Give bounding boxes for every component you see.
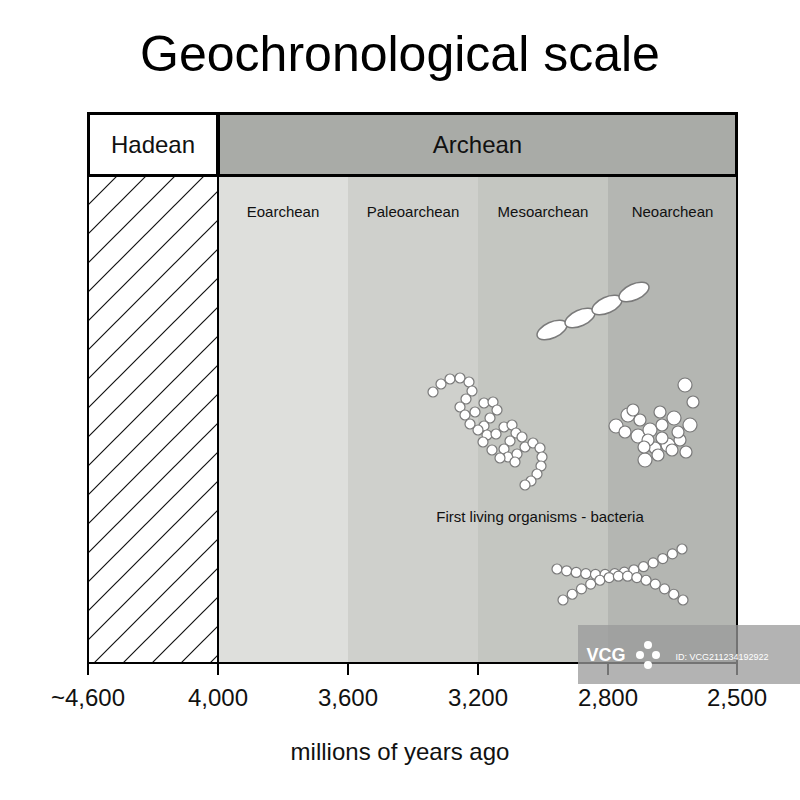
era-divider <box>217 113 219 663</box>
coccus-cell <box>510 457 520 467</box>
era-name: Neoarchean <box>632 203 714 220</box>
coccus-cell <box>650 579 660 589</box>
rod-cell <box>616 278 652 306</box>
coccus-cell <box>669 589 679 599</box>
coccus-cell <box>460 410 470 420</box>
axis-value: 3,200 <box>448 684 508 712</box>
coccus-cell <box>683 418 697 432</box>
logo-dot <box>644 641 652 649</box>
coccus-cell <box>652 449 664 461</box>
header-line <box>88 175 737 177</box>
rod-cell <box>534 316 570 344</box>
axis-tick <box>477 663 479 675</box>
coccus-cell <box>604 573 614 583</box>
coccus-cell <box>619 426 631 438</box>
coccus-cell <box>478 437 488 447</box>
axis-value: 4,000 <box>188 684 248 712</box>
coccus-cell <box>666 444 678 456</box>
watermark: ID: VCG211234192922 <box>676 652 769 662</box>
logo-dot <box>636 651 644 659</box>
coccus-cell <box>576 584 586 594</box>
axis-tick <box>217 663 219 675</box>
coccus-cell <box>613 571 623 581</box>
watermark-patch <box>578 625 800 684</box>
axis-tick <box>87 663 89 675</box>
axis-tick <box>347 663 349 675</box>
frame <box>88 113 737 675</box>
coccus-cell <box>656 419 668 431</box>
coccus-cell <box>470 407 480 417</box>
coccus-cell <box>520 480 530 490</box>
coccus-cell <box>562 566 572 576</box>
coccus-cell <box>623 571 633 581</box>
hatched-region <box>88 176 218 663</box>
era-name: Paleoarchean <box>367 203 460 220</box>
coccus-cell <box>558 595 568 605</box>
watermark-logo <box>636 641 660 669</box>
era-band: Eoarchean <box>218 176 348 663</box>
eon-name: Hadean <box>111 131 195 159</box>
axis-value: ~4,600 <box>51 684 125 712</box>
coccus-cell <box>428 387 438 397</box>
era-name: Mesoarchean <box>498 203 589 220</box>
coccus-cell <box>680 446 692 458</box>
coccus-cell <box>535 443 545 453</box>
axis-value: 3,600 <box>318 684 378 712</box>
coccus-bacteria <box>428 373 699 605</box>
era-band: Paleoarchean <box>348 176 478 663</box>
axis-title: millions of years ago <box>291 738 510 766</box>
era-name: Eoarchean <box>247 203 320 220</box>
rod-bacteria <box>534 278 652 344</box>
coccus-cell <box>672 426 684 438</box>
coccus-cell <box>687 396 699 408</box>
coccus-cell <box>667 411 681 425</box>
coccus-cell <box>445 374 455 384</box>
coccus-cell <box>632 573 642 583</box>
coccus-cell <box>465 419 475 429</box>
diagram-title: Geochronological scale <box>140 26 660 84</box>
coccus-cell <box>667 549 677 559</box>
coccus-cell <box>567 589 577 599</box>
coccus-cell <box>436 379 446 389</box>
coccus-cell <box>627 404 639 416</box>
coccus-cell <box>658 554 668 564</box>
coccus-cell <box>677 544 687 554</box>
eon-header: Archean <box>218 113 737 176</box>
logo-dot <box>644 661 652 669</box>
coccus-cell <box>648 558 658 568</box>
coccus-cell <box>638 453 652 467</box>
coccus-cell <box>586 579 596 589</box>
coccus-cell <box>491 429 501 439</box>
coccus-cell <box>552 564 562 574</box>
coccus-cell <box>678 378 692 392</box>
coccus-cell <box>656 432 668 444</box>
coccus-cell <box>678 595 688 605</box>
axis-value: 2,500 <box>707 684 767 712</box>
eon-name: Archean <box>433 131 522 159</box>
coccus-cell <box>660 584 670 594</box>
coccus-cell <box>639 562 649 572</box>
coccus-cell <box>638 441 650 453</box>
coccus-cell <box>487 445 497 455</box>
frame-outline <box>88 113 737 663</box>
coccus-cell <box>571 567 581 577</box>
coccus-cell <box>654 406 666 418</box>
coccus-cell <box>595 575 605 585</box>
coccus-cell <box>581 569 591 579</box>
logo-dot <box>652 651 660 659</box>
eon-header: Hadean <box>88 113 218 176</box>
coccus-cell <box>492 405 502 415</box>
coccus-cell <box>495 453 505 463</box>
coccus-cell <box>641 575 651 585</box>
watermark: VCG <box>586 645 625 666</box>
coccus-cell <box>517 432 527 442</box>
note-text: First living organisms - bacteria <box>436 508 644 525</box>
axis-value: 2,800 <box>578 684 638 712</box>
era-band: Mesoarchean <box>478 176 608 663</box>
